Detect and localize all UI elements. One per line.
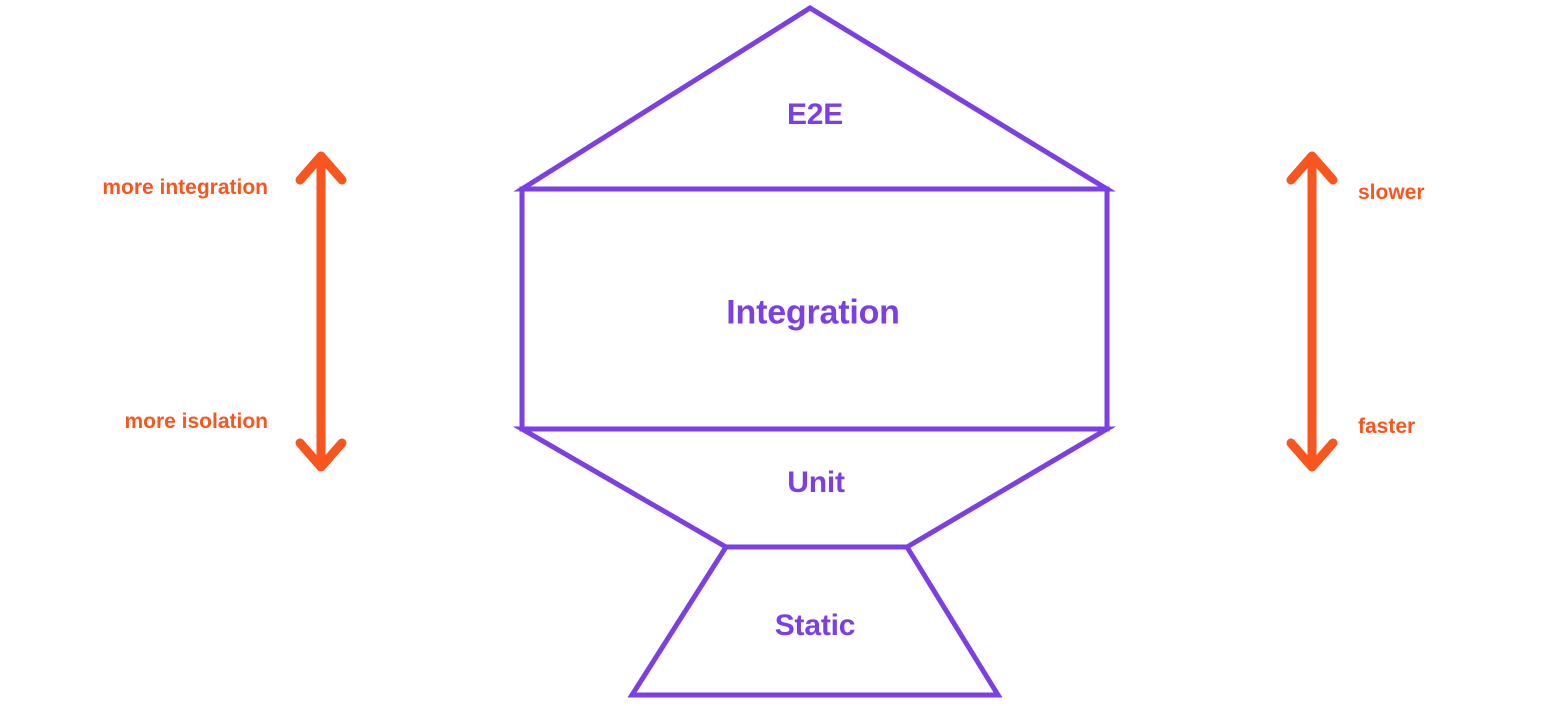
right-double-arrow-icon [1286,151,1338,472]
layer-label-static: Static [774,609,856,642]
right-axis-bottom-label: faster [1358,415,1416,438]
left-double-arrow-icon [295,151,347,472]
layer-label-e2e: E2E [786,98,844,131]
layer-label-unit: Unit [787,466,845,499]
left-axis-top-label: more integration [102,176,268,199]
layer-label-integration: Integration [726,293,900,332]
left-axis-bottom-label: more isolation [124,410,268,433]
right-axis-top-label: slower [1358,181,1425,204]
shape-static-trapezoid [627,544,1003,698]
